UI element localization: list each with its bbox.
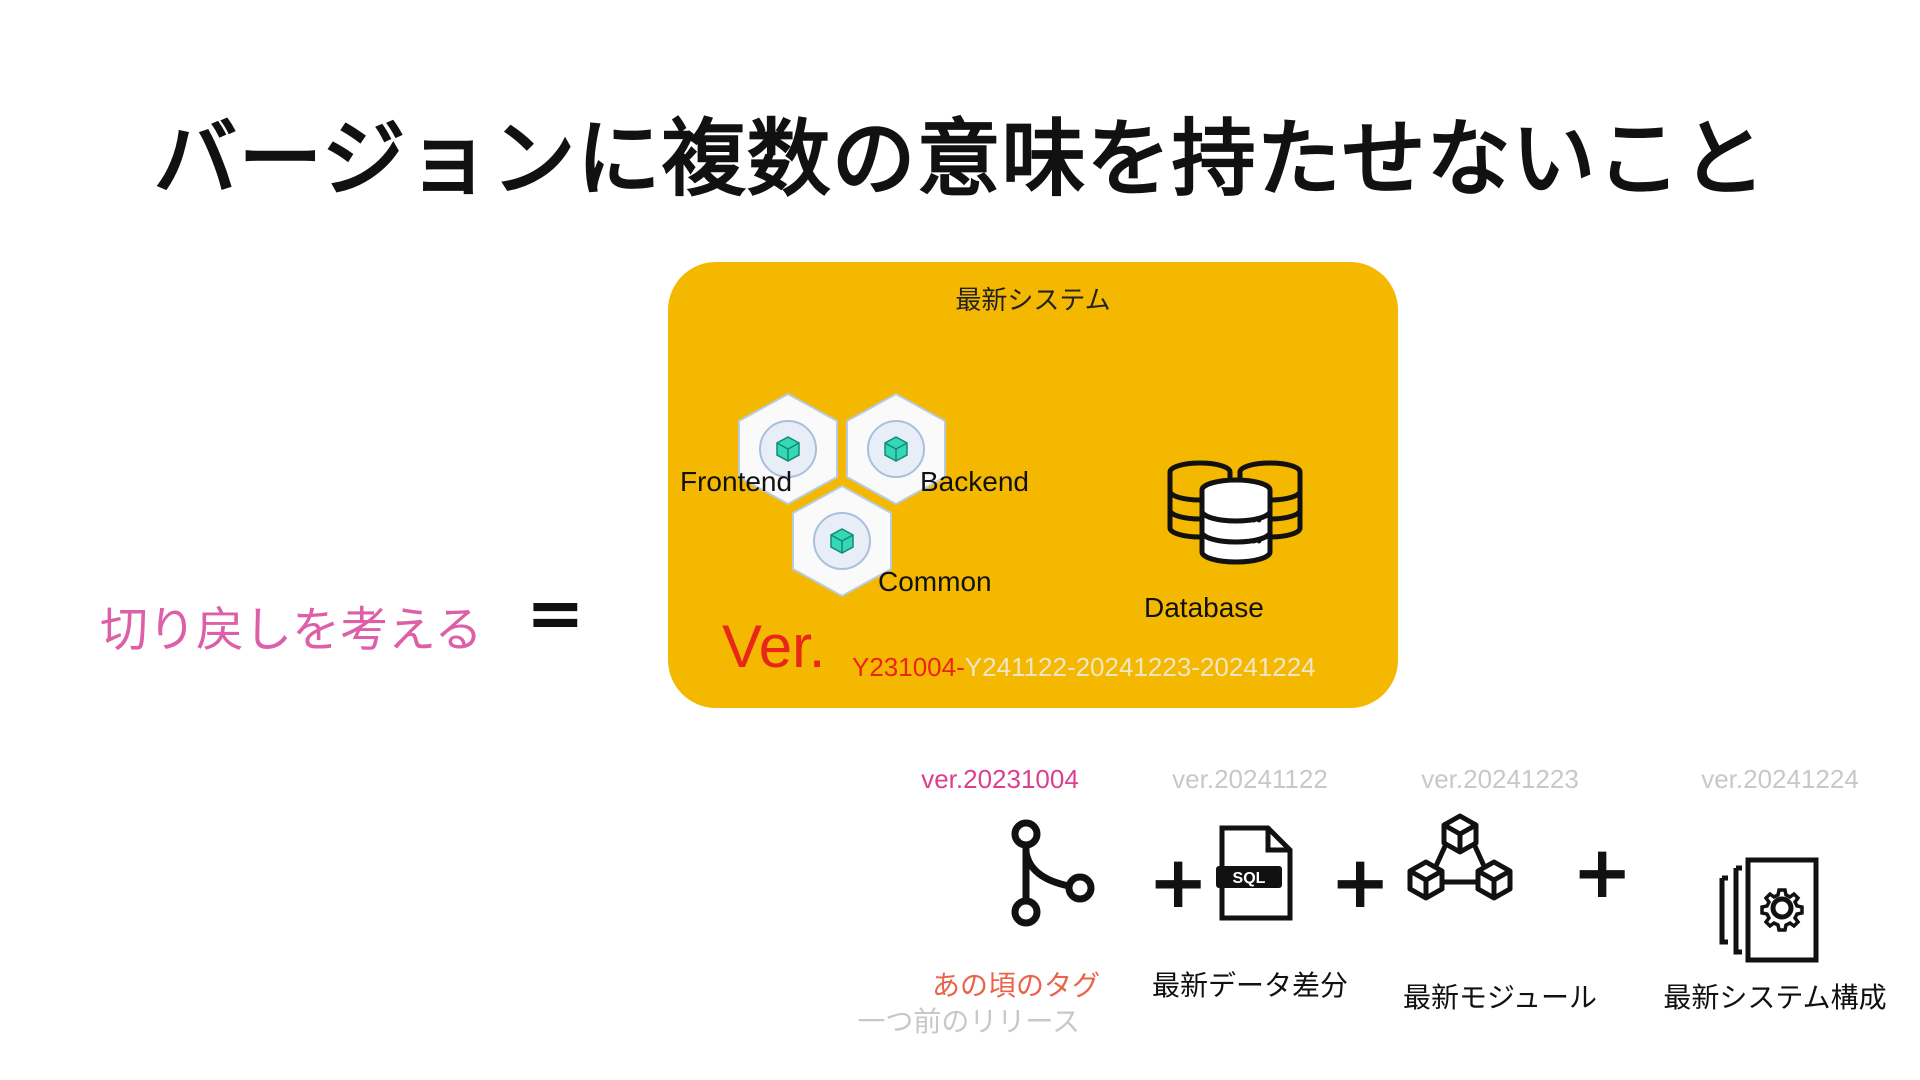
rollback-consideration-label: 切り戻しを考える bbox=[100, 602, 483, 658]
version-string: Y231004-Y241122-20241223-20241224 bbox=[852, 652, 1316, 683]
version-old-part: Y231004- bbox=[852, 652, 965, 682]
version-prefix: Ver. bbox=[722, 613, 826, 680]
plus-sign: + bbox=[1572, 830, 1633, 914]
sql-file-icon: SQL bbox=[1214, 824, 1296, 924]
component-modules: ver.20241223 bbox=[1390, 764, 1610, 795]
backend-label: Backend bbox=[920, 466, 1029, 497]
component-version: ver.20241223 bbox=[1421, 764, 1579, 794]
cube-icon bbox=[792, 484, 892, 598]
component-name-modules: 最新モジュール bbox=[1402, 981, 1598, 1014]
component-name-sql: 最新データ差分 bbox=[1151, 969, 1348, 1002]
plus-sign: + bbox=[1148, 840, 1209, 924]
database-icon bbox=[1166, 458, 1306, 568]
frontend-node bbox=[736, 392, 840, 506]
component-version: ver.20241224 bbox=[1701, 764, 1859, 794]
page-title: バージョンに複数の意味を持たせないこと bbox=[153, 110, 1767, 208]
component-tag: ver.20231004 bbox=[900, 764, 1100, 795]
component-name-system-config: 最新システム構成 bbox=[1663, 981, 1887, 1014]
backend-node bbox=[844, 392, 948, 506]
frontend-label: Frontend bbox=[680, 466, 793, 497]
latest-system-box: 最新システム Frontend Backend Commo bbox=[668, 262, 1398, 708]
component-system-config: ver.20241224 bbox=[1680, 764, 1880, 795]
svg-text:SQL: SQL bbox=[1233, 870, 1266, 887]
component-version: ver.20241122 bbox=[1172, 764, 1328, 794]
common-label: Common bbox=[878, 566, 992, 597]
git-branch-icon bbox=[1008, 818, 1098, 928]
modules-icon bbox=[1404, 812, 1516, 908]
equals-sign: = bbox=[526, 572, 585, 654]
common-node bbox=[790, 484, 894, 598]
system-box-title: 最新システム bbox=[955, 286, 1111, 316]
component-version: ver.20231004 bbox=[921, 764, 1079, 794]
version-rest-part: Y241122-20241223-20241224 bbox=[964, 652, 1316, 682]
cube-icon bbox=[738, 392, 838, 506]
component-note-previous-release: 一つ前のリリース bbox=[857, 1005, 1080, 1038]
cube-icon bbox=[846, 392, 946, 506]
system-config-icon bbox=[1706, 856, 1820, 966]
plus-sign: + bbox=[1330, 840, 1391, 924]
database-label: Database bbox=[1144, 592, 1264, 623]
component-sql: ver.20241122 bbox=[1140, 764, 1360, 795]
component-name-tag: あの頃のタグ bbox=[931, 969, 1100, 1002]
